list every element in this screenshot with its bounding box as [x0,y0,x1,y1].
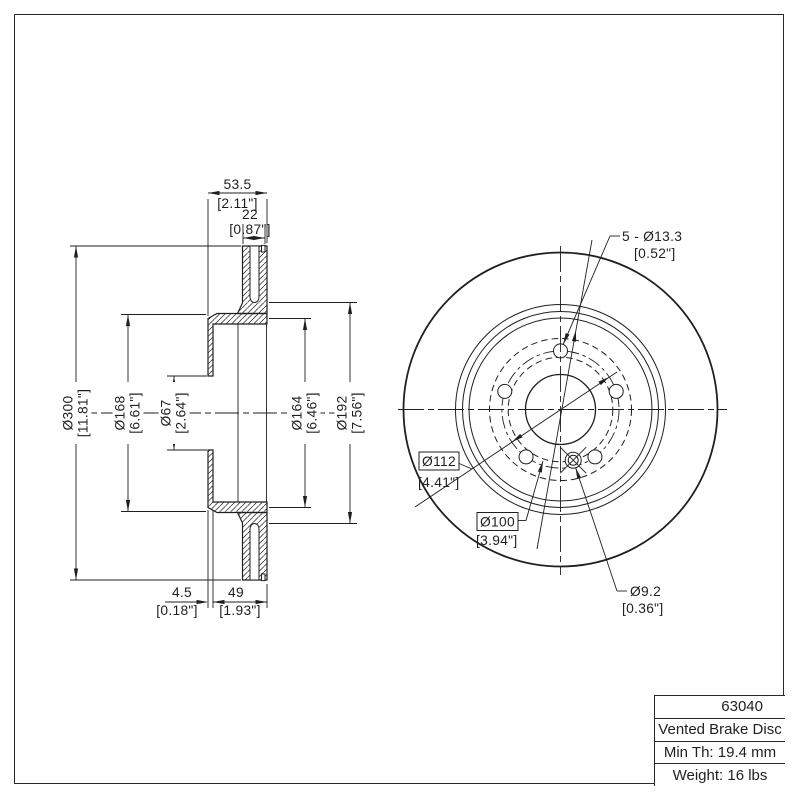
svg-text:Ø112: Ø112 [422,454,456,469]
section-lower-half [207,449,268,582]
svg-text:Ø300: Ø300 [61,395,76,430]
svg-text:[4.41"]: [4.41"] [418,475,460,490]
front-annotations: 5 - Ø13.3 [0.52"] Ø112 [4.41"] Ø100 [3.94"] Ø9… [414,229,682,616]
part-weight: Weight: 16 lbs [672,766,768,784]
svg-text:[6.61"]: [6.61"] [128,392,143,434]
svg-text:[11.81"]: [11.81"] [76,389,91,437]
svg-text:[7.56"]: [7.56"] [350,392,365,434]
section-view [63,244,358,582]
part-description: Vented Brake Disc [658,721,782,739]
svg-text:[0.36"]: [0.36"] [622,601,664,616]
svg-text:49: 49 [228,585,244,600]
title-block: 63040 Vented Brake Disc Min Th: 19.4 mm … [654,695,785,786]
front-view [398,246,727,575]
svg-text:Ø164: Ø164 [290,395,305,430]
svg-text:4.5: 4.5 [172,585,192,600]
svg-text:22: 22 [242,207,258,222]
svg-text:5 - Ø13.3: 5 - Ø13.3 [622,229,682,244]
section-upper-half [207,244,268,377]
svg-text:[0.18"]: [0.18"] [156,603,198,618]
svg-text:[0.52"]: [0.52"] [634,246,676,261]
part-number: 63040 [721,698,763,716]
min-thickness: Min Th: 19.4 mm [663,743,777,761]
svg-text:[6.46"]: [6.46"] [305,392,320,434]
svg-text:[1.93"]: [1.93"] [219,603,261,618]
svg-text:Ø67: Ø67 [159,400,174,427]
bolt-holes [497,343,624,465]
title-block-row: Weight: 16 lbs [655,763,785,786]
title-block-row: Min Th: 19.4 mm [655,740,785,764]
svg-text:Ø168: Ø168 [113,395,128,430]
svg-text:Ø9.2: Ø9.2 [630,584,661,599]
drawing-border [14,14,784,784]
svg-text:Ø192: Ø192 [335,396,350,431]
svg-text:Ø100: Ø100 [480,514,515,529]
set-screw-hole [559,446,587,474]
title-block-row: 63040 [655,696,785,718]
svg-text:[2.11"]: [2.11"] [217,196,258,211]
svg-text:53.5: 53.5 [223,177,251,192]
svg-text:[3.94"]: [3.94"] [476,533,518,548]
title-block-row: Vented Brake Disc [655,717,785,741]
section-dimensions: Ø300[11.81"] Ø168[6.61"] Ø67[2.64"] Ø164[6.… [60,177,366,618]
svg-text:[2.64"]: [2.64"] [174,392,189,434]
svg-text:[0.87"]: [0.87"] [229,222,271,237]
